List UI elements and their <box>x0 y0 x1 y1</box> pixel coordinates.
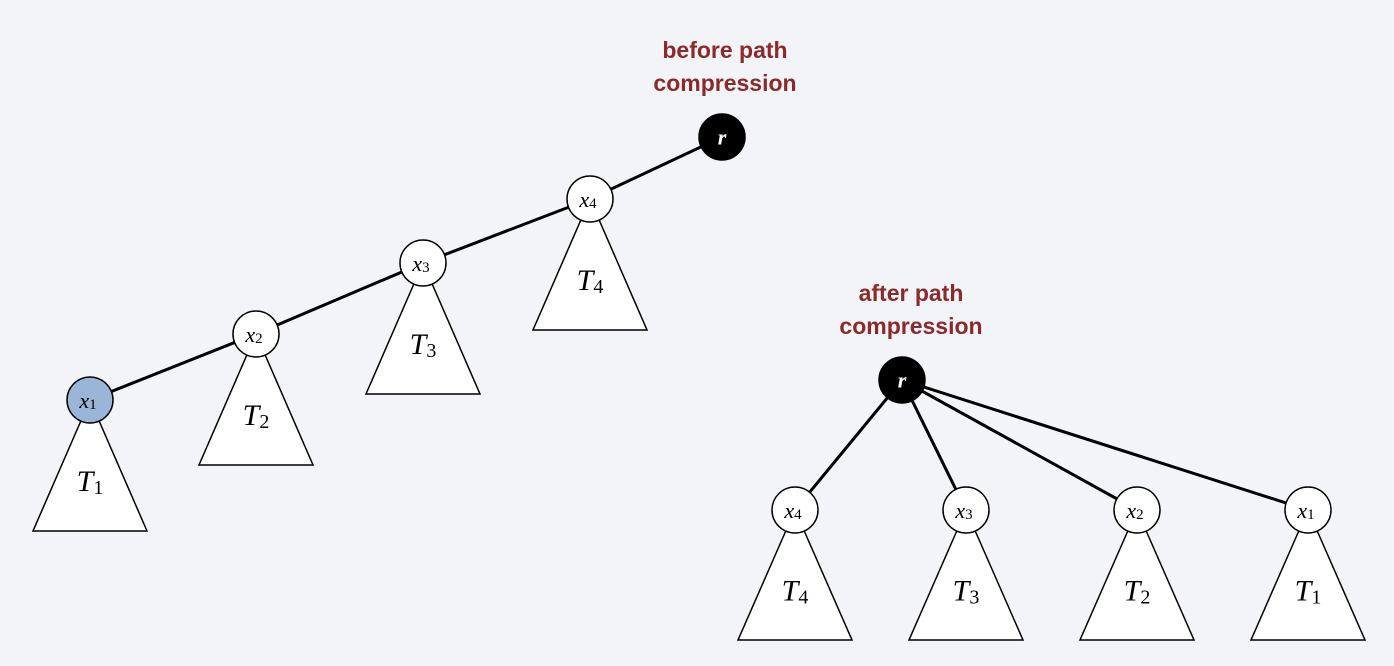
before-edge-1 <box>89 332 257 402</box>
after-node-x2-label: x2 <box>1125 498 1143 524</box>
after-node-x1-circle <box>1284 486 1332 534</box>
before-subtree-T2: T2 <box>197 332 315 466</box>
after-caption-line2: compression <box>839 313 983 339</box>
before-node-x1-circle <box>66 376 114 424</box>
before-root-node: r <box>698 113 746 161</box>
after-subtree-T3: T3 <box>907 508 1025 641</box>
after-subtree-T2: T2 <box>1078 508 1196 641</box>
before-node-x2: x2 <box>232 310 280 358</box>
before-subtree-T3-label: T3 <box>410 328 437 363</box>
before-node-x3-label: x3 <box>411 251 429 277</box>
after-node-x4: x4 <box>771 486 819 534</box>
after-subtree-T1: T1 <box>1249 508 1367 641</box>
before-subtree-T2-label: T2 <box>243 399 270 434</box>
before-node-x2-circle <box>232 310 280 358</box>
before-node-x1-label: x1 <box>78 388 96 414</box>
before-subtree-T1: T1 <box>31 398 149 532</box>
before-node-x3-circle <box>399 239 447 287</box>
after-root-node-label: r <box>898 368 907 393</box>
after-node-x1: x1 <box>1284 486 1332 534</box>
after-edge-3 <box>901 378 1138 512</box>
before-caption-line1: before path <box>662 37 788 63</box>
after-subtree-T4-label: T4 <box>782 574 809 609</box>
before-node-x1: x1 <box>66 376 114 424</box>
before-subtree-T4-triangle <box>531 197 649 331</box>
after-node-x2-circle <box>1113 486 1161 534</box>
before-edge-3 <box>422 197 591 265</box>
after-subtree-T3-triangle <box>907 508 1025 641</box>
before-root-node-circle <box>698 113 746 161</box>
after-caption-line1: after path <box>858 280 964 306</box>
before-caption-line2: compression <box>653 70 797 96</box>
before-subtree-T1-label: T1 <box>77 465 104 500</box>
before-node-x4-label: x4 <box>578 187 597 213</box>
before-subtree-T3: T3 <box>364 261 482 395</box>
before-subtree-T4: T4 <box>531 197 649 331</box>
after-node-x2: x2 <box>1113 486 1161 534</box>
after-subtree-T4-triangle <box>736 508 854 641</box>
before-subtree-T2-triangle <box>197 332 315 466</box>
before-subtree-T4-label: T4 <box>577 264 604 299</box>
after-root-node-circle <box>878 356 926 404</box>
before-edge-2 <box>255 261 424 336</box>
after-edge-2 <box>900 379 968 511</box>
before-node-x4-circle <box>566 175 614 223</box>
after-node-x4-label: x4 <box>783 498 802 524</box>
after-node-x1-label: x1 <box>1296 498 1314 524</box>
after-root-node: r <box>878 356 926 404</box>
after-subtree-T1-label: T1 <box>1295 574 1322 609</box>
after-subtree-T1-triangle <box>1249 508 1367 641</box>
after-node-x4-circle <box>771 486 819 534</box>
after-subtree-T2-triangle <box>1078 508 1196 641</box>
before-subtree-T1-triangle <box>31 398 149 532</box>
before-subtree-T3-triangle <box>364 261 482 395</box>
before-node-x4: x4 <box>566 175 614 223</box>
after-edge-1 <box>793 379 904 511</box>
after-caption: after path compression <box>806 277 1016 343</box>
after-node-x3: x3 <box>942 486 990 534</box>
after-node-x3-label: x3 <box>954 498 972 524</box>
after-node-x3-circle <box>942 486 990 534</box>
before-caption: before path compression <box>620 34 830 100</box>
before-root-node-label: r <box>718 125 727 150</box>
before-edge-4 <box>589 135 723 201</box>
after-edge-4 <box>901 378 1309 512</box>
after-subtree-T2-label: T2 <box>1124 574 1151 609</box>
before-node-x2-label: x2 <box>244 322 262 348</box>
before-node-x3: x3 <box>399 239 447 287</box>
after-subtree-T3-label: T3 <box>953 574 980 609</box>
after-subtree-T4: T4 <box>736 508 854 641</box>
